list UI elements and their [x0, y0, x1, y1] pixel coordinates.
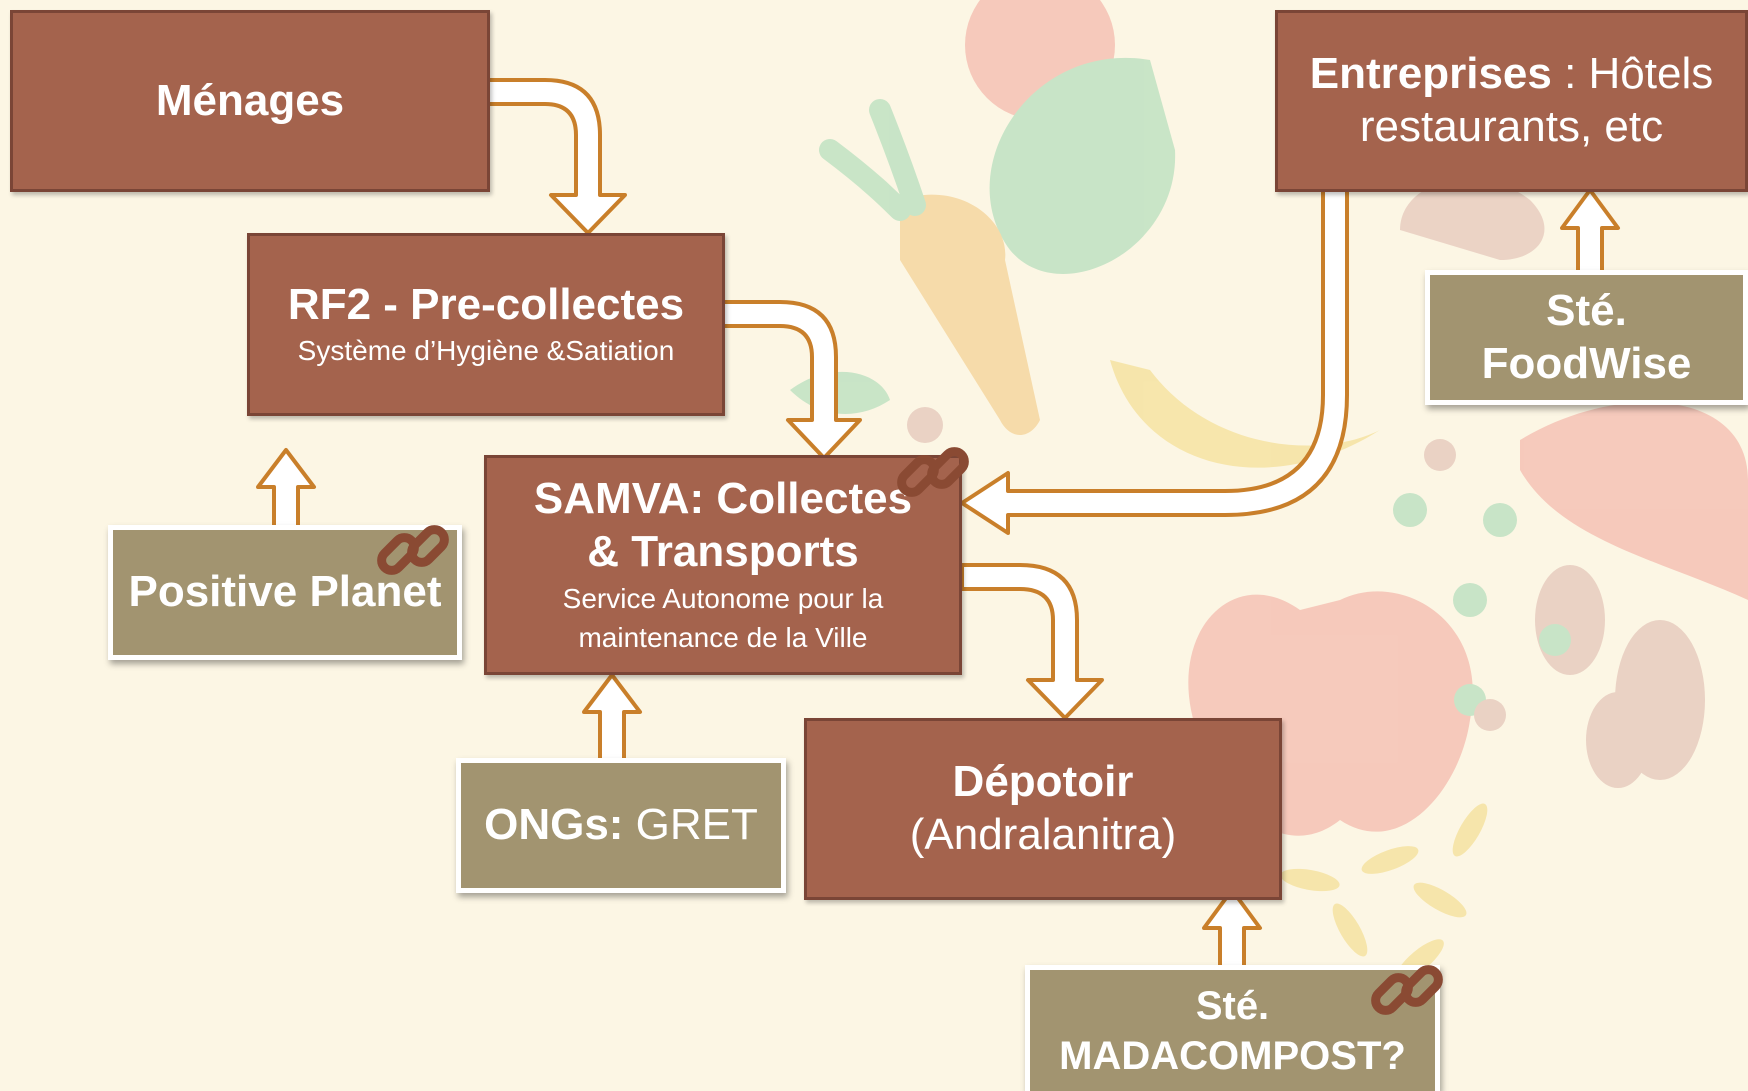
- entreprises-box: Entreprises : Hôtels restaurants, etc: [1275, 10, 1748, 192]
- foodwise-line1: Sté.: [1546, 285, 1627, 335]
- samva-title-line1: SAMVA: Collectes: [533, 474, 913, 524]
- depotoir-line1: Dépotoir: [952, 757, 1134, 807]
- pepper-shape: [1520, 402, 1748, 600]
- arrow-madacompost-to-depotoir: [1202, 888, 1262, 972]
- link-icon[interactable]: [373, 510, 453, 590]
- arrow-menages-to-rf2: [483, 78, 627, 235]
- bean-dot-shape: [907, 407, 943, 443]
- arrow-positive-planet-to-rf2: [256, 448, 316, 529]
- bean-dot-shape: [1424, 439, 1456, 471]
- mushroom-shape: [1400, 178, 1545, 260]
- carrot-shape: [900, 194, 1040, 435]
- menages-box: Ménages: [10, 10, 490, 192]
- bean-shape: [1586, 692, 1650, 788]
- samva-subtitle-line1: Service Autonome pour la: [562, 582, 884, 614]
- pea-shape: [1483, 503, 1517, 537]
- ongs-box: ONGs: GRET: [456, 758, 786, 893]
- link-icon[interactable]: [893, 432, 973, 512]
- link-icon[interactable]: [1367, 950, 1447, 1030]
- entreprises-line1: Entreprises : Hôtels: [1310, 48, 1714, 101]
- rf2-subtitle: Système d’Hygiène &Satiation: [297, 335, 675, 367]
- samva-subtitle-line2: maintenance de la Ville: [578, 621, 868, 653]
- ongs-rest: GRET: [623, 800, 758, 850]
- depotoir-box: Dépotoir (Andralanitra): [804, 718, 1282, 900]
- arrow-ongs-to-samva: [582, 673, 642, 767]
- positive-planet-label: Positive Planet: [128, 567, 442, 617]
- madacompost-line2: MADACOMPOST?: [1059, 1033, 1406, 1078]
- samva-title-line2: & Transports: [587, 526, 859, 576]
- pea-shape: [1393, 493, 1427, 527]
- arrow-rf2-to-samva: [721, 300, 862, 460]
- banana-shape: [1110, 360, 1380, 468]
- entreprises-bold: Entreprises: [1309, 49, 1552, 99]
- depotoir-line2: (Andralanitra): [909, 810, 1177, 859]
- madacompost-line1: Sté.: [1195, 983, 1270, 1028]
- ongs-bold: ONGs:: [484, 800, 624, 850]
- ongs-label: ONGs: GRET: [484, 799, 758, 852]
- carrot-leaves-shape: [819, 99, 926, 221]
- leaf-shape: [989, 57, 1176, 274]
- pea-shape: [997, 182, 1033, 218]
- entreprises-line2: restaurants, etc: [1359, 102, 1664, 151]
- positive-planet-box: Positive Planet: [108, 525, 462, 660]
- bean-dot-shape: [1474, 699, 1506, 731]
- arrow-foodwise-to-entreprises: [1560, 188, 1620, 277]
- madacompost-box: Sté. MADACOMPOST?: [1025, 965, 1440, 1091]
- rf2-box: RF2 - Pre-collectes Système d’Hygiène &S…: [247, 233, 725, 416]
- rf2-title: RF2 - Pre-collectes: [287, 279, 685, 329]
- foodwise-line2: FoodWise: [1481, 338, 1692, 388]
- pea-shape: [1453, 583, 1487, 617]
- arrow-entreprises-to-samva: [960, 188, 1349, 535]
- entreprises-rest: : Hôtels: [1551, 49, 1714, 99]
- menages-label: Ménages: [155, 75, 345, 125]
- samva-box: SAMVA: Collectes & Transports Service Au…: [484, 455, 962, 675]
- arrow-samva-to-depotoir: [960, 563, 1104, 720]
- pea-shape: [1539, 624, 1571, 656]
- foodwise-box: Sté. FoodWise: [1425, 270, 1748, 405]
